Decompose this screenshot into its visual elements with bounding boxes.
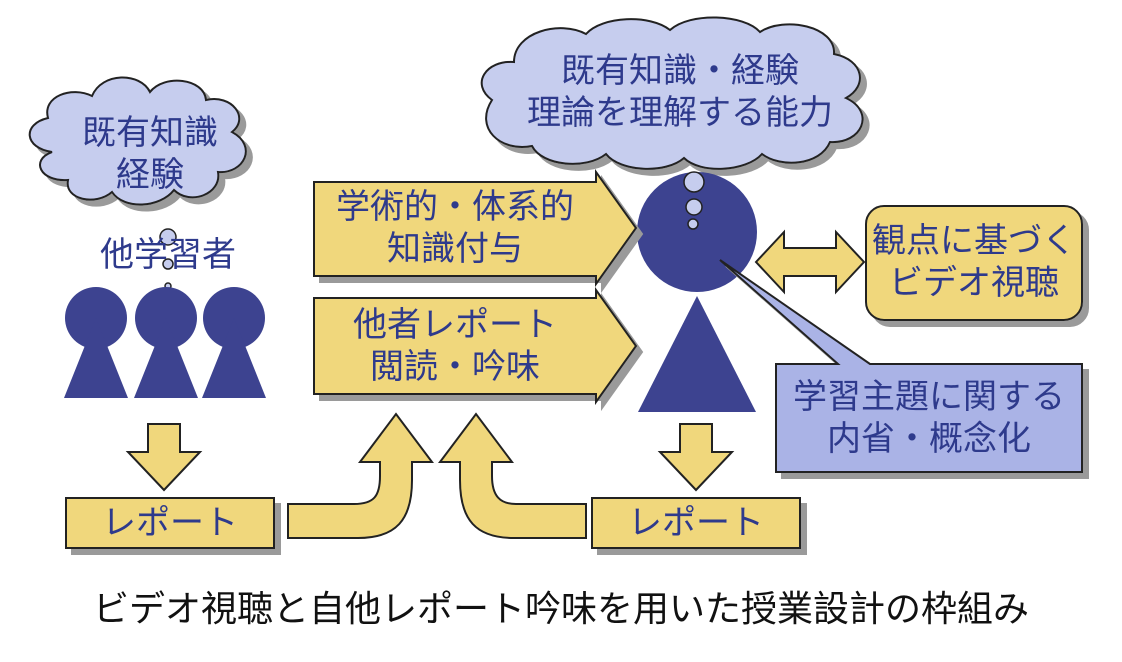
peer-report-arrow-box bbox=[313, 286, 638, 406]
cloud-top-line2: 理論を理解する能力 bbox=[527, 93, 833, 133]
thought-cloud-left bbox=[28, 76, 247, 206]
peer-report-label: 他者レポート 閲読・吟味 bbox=[314, 304, 596, 388]
academic-knowledge-line1: 学術的・体系的 bbox=[336, 187, 574, 227]
reflection-label: 学習主題に関する 内省・概念化 bbox=[776, 376, 1082, 460]
report-box-right bbox=[591, 497, 801, 549]
curved-up-arrow-right bbox=[438, 412, 587, 539]
report-left-label: レポート bbox=[102, 503, 238, 543]
double-headed-arrow bbox=[754, 229, 866, 295]
peer-report-line2: 閲読・吟味 bbox=[370, 347, 540, 387]
central-learner-figure bbox=[637, 172, 757, 412]
peer-report-line1: 他者レポート bbox=[353, 305, 557, 345]
thought-bubble bbox=[162, 258, 174, 270]
curved-up-arrow-left bbox=[287, 412, 434, 539]
thought-bubble bbox=[159, 228, 177, 246]
report-right-label: レポート bbox=[628, 503, 764, 543]
video-viewing-label: 観点に基づく ビデオ視聴 bbox=[866, 220, 1082, 304]
academic-knowledge-line2: 知識付与 bbox=[387, 229, 523, 269]
reflection-line1: 学習主題に関する bbox=[793, 377, 1065, 417]
reflection-line2: 内省・概念化 bbox=[827, 419, 1031, 459]
cloud-left-line2: 経験 bbox=[116, 155, 184, 195]
video-viewing-line2: ビデオ視聴 bbox=[889, 263, 1059, 303]
report-box-left bbox=[65, 497, 275, 549]
thought-cloud-top bbox=[480, 16, 864, 170]
thought-bubble bbox=[683, 171, 705, 193]
learner-figure bbox=[134, 287, 198, 398]
thought-bubble bbox=[687, 218, 699, 230]
academic-knowledge-arrow-box bbox=[313, 168, 638, 288]
cloud-top-label: 既有知識・経験 理論を理解する能力 bbox=[500, 50, 860, 134]
academic-knowledge-label: 学術的・体系的 知識付与 bbox=[314, 186, 596, 270]
figure-caption: ビデオ視聴と自他レポート吟味を用いた授業設計の枠組み bbox=[92, 589, 1029, 630]
down-arrow-right bbox=[657, 423, 735, 492]
learner-figure bbox=[202, 287, 266, 398]
video-viewing-line1: 観点に基づく bbox=[872, 221, 1076, 261]
thought-bubble bbox=[685, 198, 703, 216]
down-arrow-left bbox=[125, 423, 203, 492]
reflection-callout bbox=[719, 259, 1083, 473]
cloud-left-line1: 既有知識 bbox=[82, 113, 218, 153]
cloud-left-label: 既有知識 経験 bbox=[70, 112, 230, 196]
other-learners-label: 他学習者 bbox=[100, 235, 236, 275]
learner-figure bbox=[64, 287, 128, 398]
video-viewing-box bbox=[865, 205, 1083, 321]
cloud-top-line1: 既有知識・経験 bbox=[561, 51, 799, 91]
